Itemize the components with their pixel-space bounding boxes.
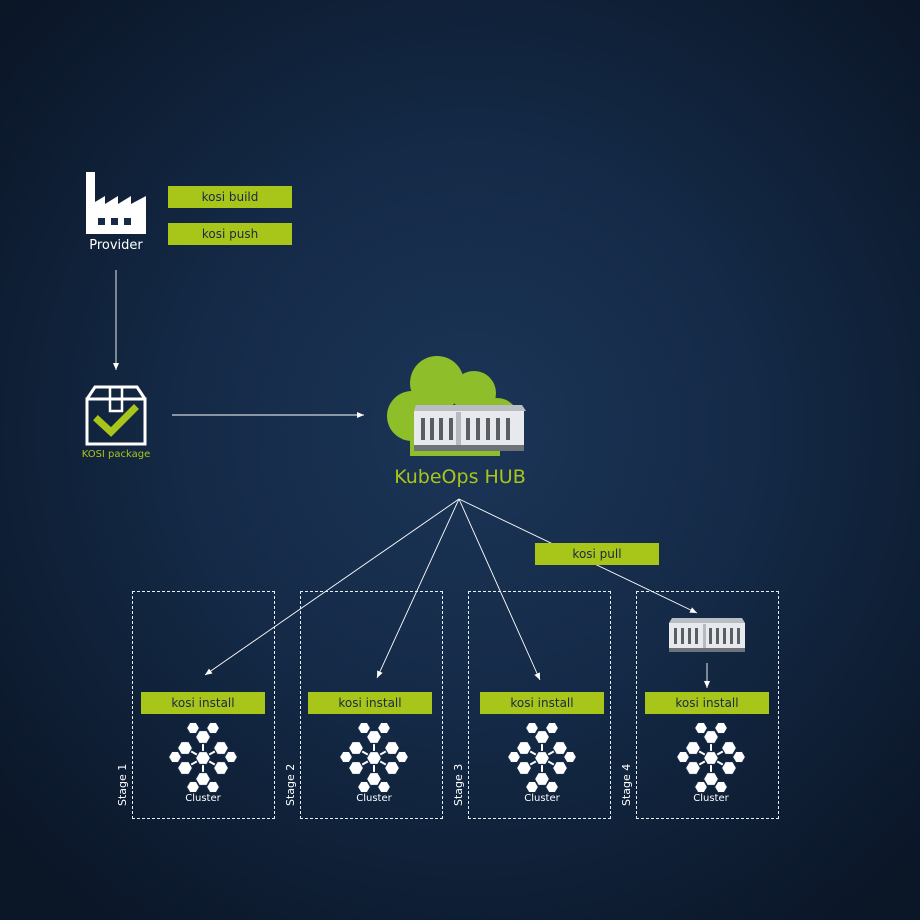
arrow-hub-to-stage-3 xyxy=(458,498,541,681)
factory-icon xyxy=(86,172,146,234)
cluster-label-stage-3: Cluster xyxy=(524,793,560,804)
kosi-build-tag: kosi build xyxy=(168,186,292,208)
kosi-install-tag-stage-1: kosi install xyxy=(141,692,265,714)
package-label: KOSI package xyxy=(81,449,151,460)
cluster-label-stage-4: Cluster xyxy=(693,793,729,804)
kosi-install-tag-stage-2: kosi install xyxy=(308,692,432,714)
cluster-icon xyxy=(506,721,578,794)
cluster-icon xyxy=(167,721,239,794)
cluster-icon xyxy=(675,721,747,794)
kosi-push-tag: kosi push xyxy=(168,223,292,245)
kosi-pull-tag: kosi pull xyxy=(535,543,659,565)
kosi-install-tag-stage-3: kosi install xyxy=(480,692,604,714)
kosi-install-tag-stage-4: kosi install xyxy=(645,692,769,714)
provider-label: Provider xyxy=(89,238,143,253)
provider-node xyxy=(80,168,152,258)
cluster-label-stage-1: Cluster xyxy=(185,793,221,804)
hub-label: KubeOps HUB xyxy=(394,466,526,488)
stage-2-box xyxy=(300,591,443,819)
arrow-hub-to-stage-1 xyxy=(204,498,460,676)
cluster-icon xyxy=(338,721,410,794)
stage-1-box xyxy=(132,591,275,819)
cluster-label-stage-2: Cluster xyxy=(356,793,392,804)
stage-3-box xyxy=(468,591,611,819)
stage-4-box xyxy=(636,591,779,819)
arrow-hub-to-stage-2 xyxy=(376,498,460,679)
